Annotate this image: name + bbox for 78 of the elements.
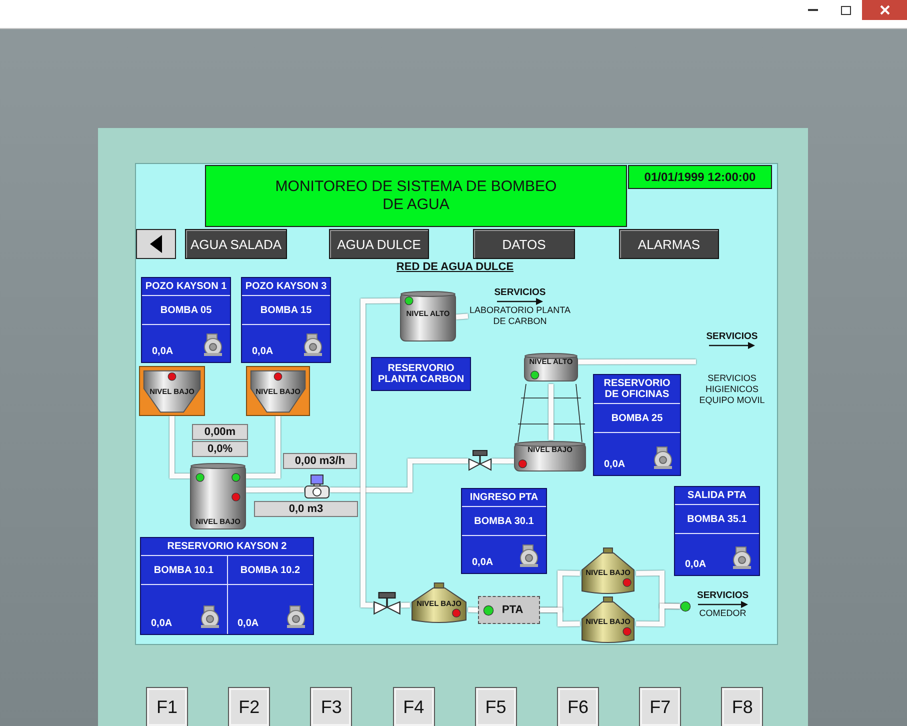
- panel-heading: POZO KAYSON 3: [242, 278, 330, 295]
- plant-name: PTA: [502, 604, 524, 616]
- water-pipe: [246, 487, 304, 492]
- current-reading: 0,0A: [238, 618, 259, 629]
- conical-tank: [580, 596, 636, 644]
- nav-button: ALARMAS: [619, 229, 719, 259]
- value-display: 0,0 m3: [254, 501, 358, 517]
- water-pipe: [492, 458, 514, 464]
- water-pipe: [548, 384, 554, 440]
- pump-name: BOMBA 05: [142, 296, 230, 324]
- function-key: F7: [640, 688, 680, 726]
- storage-tank: [190, 462, 246, 532]
- pump-name: BOMBA 10.1: [141, 556, 226, 584]
- pump-name: BOMBA 10.2: [228, 556, 313, 584]
- section-heading: RED DE AGUA DULCE: [395, 261, 515, 275]
- water-pipe: [636, 603, 680, 627]
- date-time-display: 01/01/1999 12:00:00: [628, 165, 772, 189]
- pump-panel: [461, 488, 547, 574]
- water-pipe: [468, 607, 478, 612]
- conical-tank: [580, 547, 636, 595]
- function-key: F6: [558, 688, 598, 726]
- nav-button: DATOS: [473, 229, 575, 259]
- water-pipe: [246, 416, 280, 478]
- panel-heading: SALIDA PTA: [675, 487, 759, 504]
- storage-tank: [524, 352, 578, 384]
- service-label: SERVICIOS: [494, 287, 546, 298]
- conical-tank: [410, 582, 468, 624]
- storage-tank: [400, 290, 456, 344]
- panel-heading: INGRESO PTA: [462, 489, 546, 506]
- pump-name: BOMBA 15: [242, 296, 330, 324]
- pump-panel: [140, 537, 314, 635]
- reservoir-label: [371, 357, 471, 391]
- function-key: F4: [394, 688, 434, 726]
- destination-note: LABORATORIO PLANTA DE CARBON: [468, 305, 572, 327]
- current-reading: 0,0A: [152, 346, 174, 357]
- destination-note: COMEDOR: [699, 608, 746, 619]
- screen-title: MONITOREO DE SISTEMA DE BOMBEO DE AGUA: [274, 178, 558, 214]
- nav-button: AGUA SALADA: [185, 229, 287, 259]
- function-key: F2: [229, 688, 270, 726]
- value-display: 0,0%: [192, 441, 248, 457]
- pump-panel: [593, 374, 681, 476]
- function-key: F8: [722, 688, 762, 726]
- destination-note: SERVICIOS HIGIENICOS EQUIPO MOVIL: [698, 373, 766, 406]
- current-reading: 0,0A: [252, 346, 274, 357]
- function-key: F5: [476, 688, 516, 726]
- value-display: 0,00 m3/h: [283, 453, 357, 469]
- panel-heading: RESERVORIO DE OFICINAS: [594, 375, 680, 403]
- current-reading: 0,0A: [472, 557, 494, 568]
- treatment-plant-box: [478, 596, 540, 624]
- function-key: F1: [147, 688, 187, 726]
- service-label: SERVICIOS: [706, 331, 758, 342]
- pump-name: BOMBA 35.1: [675, 505, 759, 533]
- water-pipe: [456, 314, 468, 320]
- valve: [373, 592, 401, 616]
- value-display: 0,00m: [192, 424, 248, 440]
- storage-tank: [139, 366, 205, 416]
- panel-heading: POZO KAYSON 1: [142, 278, 230, 295]
- function-key: F3: [311, 688, 352, 726]
- storage-tank: [246, 366, 310, 416]
- water-pipe: [330, 458, 468, 492]
- pump-panel: [141, 277, 231, 363]
- pump-name: BOMBA 25: [594, 404, 680, 432]
- panel-heading: RESERVORIO KAYSON 2: [141, 538, 313, 555]
- pump-name: BOMBA 30.1: [462, 507, 546, 535]
- reservoir-name: RESERVORIO PLANTA CARBON: [376, 363, 466, 385]
- current-reading: 0,0A: [151, 618, 172, 629]
- nav-button: AGUA DULCE: [329, 229, 429, 259]
- water-pipe: [360, 298, 400, 608]
- water-pipe: [400, 602, 410, 608]
- water-pipe: [578, 359, 696, 364]
- valve: [468, 450, 492, 472]
- storage-tank: [514, 440, 586, 474]
- current-reading: 0,0A: [604, 459, 626, 470]
- current-reading: 0,0A: [685, 559, 706, 570]
- water-pipe: [170, 416, 190, 478]
- pump-panel: [674, 486, 760, 576]
- pump-panel: [241, 277, 331, 363]
- service-label: SERVICIOS: [697, 590, 749, 601]
